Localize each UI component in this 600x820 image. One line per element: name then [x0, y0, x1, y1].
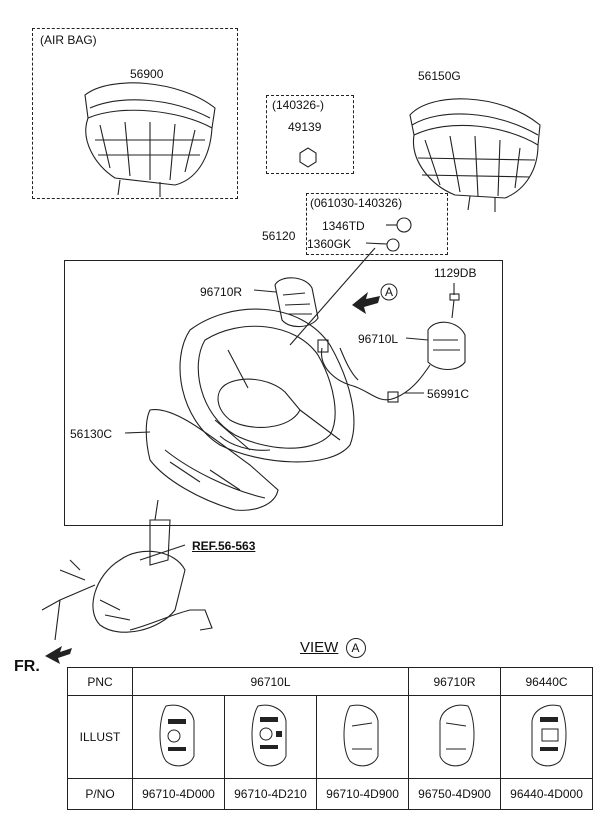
view-title: VIEW A — [300, 638, 366, 658]
front-label: FR. — [14, 658, 40, 675]
bolt-part-1360gk: 1360GK — [307, 237, 352, 251]
view-a-table: PNC 96710L 96710R 96440C ILLUST — [67, 667, 594, 810]
screw-label: 1129DB — [434, 266, 477, 280]
switch-illust-2-icon — [251, 704, 286, 766]
pno-3: 96710-4D900 — [315, 778, 410, 810]
bolt-date: (061030-140326) — [310, 196, 403, 210]
wire-harness-56991c — [321, 347, 431, 401]
row-label-pno: P/NO — [67, 778, 133, 810]
illust-1 — [132, 695, 225, 779]
switch-illust-4-icon — [439, 704, 475, 766]
pnc-96710l: 96710L — [131, 667, 410, 696]
bolt-part-1346td: 1346TD — [322, 219, 365, 233]
row-label-pnc: PNC — [67, 667, 133, 696]
view-title-marker: A — [345, 638, 366, 658]
pnc-96440c: 96440C — [500, 667, 594, 696]
cover-label: 56130C — [70, 427, 113, 441]
table-row-illust: ILLUST — [67, 695, 594, 779]
switch-r-label: 96710R — [200, 285, 243, 299]
reference-label: REF.56-563 — [192, 539, 256, 553]
switch-96710l — [427, 321, 466, 371]
view-a-arrow-icon — [352, 292, 380, 314]
wheel-assembly-box — [64, 260, 503, 526]
switch-96710r — [274, 277, 319, 328]
switch-illust-3-icon — [343, 704, 379, 766]
illust-4 — [408, 695, 502, 779]
view-marker-a: A — [385, 285, 394, 299]
switch-illust-5-icon — [531, 704, 567, 766]
bolt-group-box — [306, 193, 448, 255]
harness-label: 56991C — [427, 387, 470, 401]
airbag-module-56900 — [84, 82, 216, 197]
nut-1360gk — [386, 238, 400, 252]
cover-56130c — [145, 409, 279, 511]
airbag-part-label: 56900 — [130, 67, 164, 81]
airbag-module-56150g — [409, 98, 541, 212]
airbag-note: (AIR BAG) — [40, 33, 97, 47]
pno-2: 96710-4D210 — [224, 778, 317, 810]
pno-5: 96440-4D000 — [500, 778, 594, 810]
nut-part-label: 49139 — [288, 120, 322, 134]
table-row-pnc: PNC 96710L 96710R 96440C — [67, 667, 594, 696]
nut-date: (140326-) — [272, 98, 325, 112]
nut-group-box — [266, 95, 354, 174]
illust-2 — [224, 695, 317, 779]
illust-3 — [315, 695, 410, 779]
screw-1129db — [449, 293, 460, 319]
row-label-illust: ILLUST — [67, 695, 133, 779]
front-arrow-icon — [45, 646, 72, 664]
right-airbag-label: 56150G — [418, 69, 461, 83]
switch-l-label: 96710L — [358, 332, 399, 346]
pno-4: 96750-4D900 — [408, 778, 502, 810]
steering-column — [41, 499, 213, 641]
view-title-text: VIEW — [300, 639, 339, 656]
illust-5 — [500, 695, 594, 779]
switch-illust-1-icon — [159, 704, 194, 766]
wheel-part-label: 56120 — [262, 229, 296, 243]
pnc-96710r: 96710R — [408, 667, 502, 696]
nut-49139 — [299, 147, 317, 168]
airbag-group-box — [32, 28, 238, 199]
pno-1: 96710-4D000 — [132, 778, 225, 810]
table-row-pno: P/NO 96710-4D000 96710-4D210 96710-4D900… — [67, 778, 594, 810]
steering-wheel — [179, 308, 355, 463]
